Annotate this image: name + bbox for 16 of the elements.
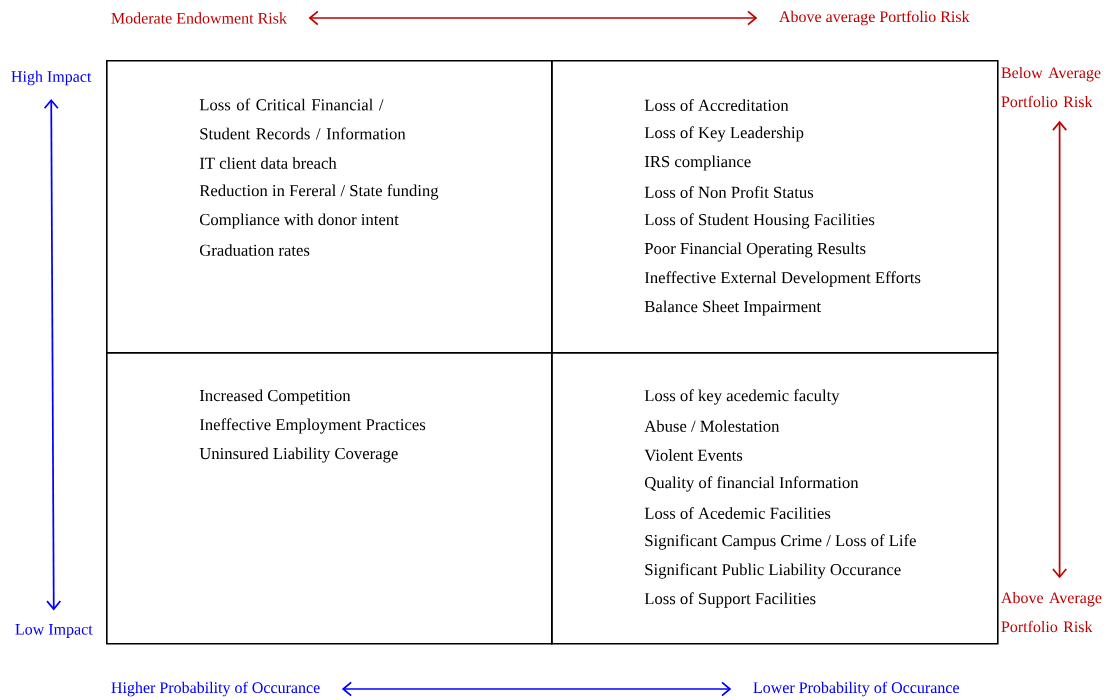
axis-label: Above average Portfolio Risk <box>779 10 970 26</box>
axis-label: Higher Probability of Occurance <box>111 681 320 697</box>
axis-label: Lower Probability of Occurance <box>753 681 959 697</box>
quadrant-box: Loss of key acedemic faculty Abuse / Molestation Violent Events Quality of financial Information Loss of Acedemic Facilities Significant Campus Crime / Loss of Life Significant Public Liability Occurance Loss of Support Facilities <box>551 352 999 645</box>
quadrant-box: Loss of Critical Financial / Student Records / Information IT client data breach Reduction in Fereral / State funding Compliance with donor intent Graduation rates <box>106 60 553 354</box>
axis-label: Low Impact <box>15 624 93 638</box>
axis-label: Below Average Portfolio Risk <box>1001 66 1101 108</box>
arrow <box>1052 120 1068 579</box>
axis-label: Above Average Portfolio Risk <box>1001 591 1102 633</box>
arrow <box>308 10 758 26</box>
arrow <box>43 98 62 611</box>
quadrant-box: Loss of Accreditation Loss of Key Leadership IRS compliance Loss of Non Profit Status Loss of Student Housing Facilities Poor Financial Operating Results Ineffective External Development Efforts Balance Sheet Impairment <box>551 60 999 354</box>
axis-label: Moderate Endowment Risk <box>111 12 287 24</box>
quadrant-box: Increased Competition Ineffective Employment Practices Uninsured Liability Coverage <box>106 352 553 645</box>
arrow <box>341 681 732 697</box>
axis-label: High Impact <box>11 70 92 86</box>
